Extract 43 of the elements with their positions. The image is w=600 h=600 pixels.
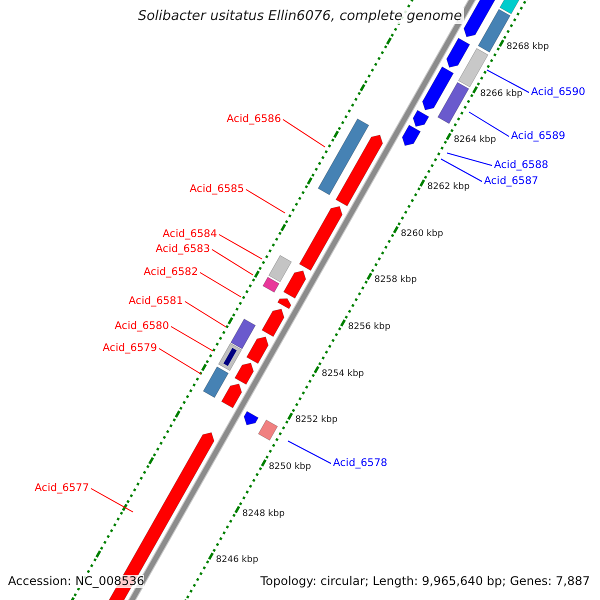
gene-label: Acid_6580: [114, 320, 169, 333]
leader-line: [446, 152, 492, 166]
leader-line: [440, 158, 482, 182]
leader-line: [184, 301, 226, 328]
gene-label: Acid_6588: [494, 159, 548, 172]
leader-line: [246, 189, 286, 214]
scale-label: 8246 kbp: [216, 555, 258, 566]
map-title: Solibacter usitatus Ellin6076, complete genome: [136, 8, 464, 24]
scale-label: 8266 kbp: [480, 88, 522, 100]
leader-line: [218, 234, 262, 260]
leader-line: [212, 249, 254, 276]
scale-label: 8260 kbp: [400, 228, 444, 240]
leader-line: [170, 326, 214, 352]
leader-line: [288, 440, 332, 464]
scale-label: 8248 kbp: [242, 508, 285, 520]
scale-label: 8268 kbp: [506, 42, 549, 54]
gene-label: Acid_6581: [128, 295, 183, 308]
gene-label: Acid_6579: [102, 342, 157, 355]
gene-label: Acid_6578: [333, 457, 388, 470]
gene-label: Acid_6586: [226, 113, 281, 126]
leader-line: [158, 348, 202, 374]
gene-label: Acid_6577: [34, 482, 89, 495]
leader-line: [200, 272, 242, 298]
gene-label: Acid_6584: [162, 228, 217, 241]
genome-summary: Topology: circular; Length: 9,965,640 bp; Genes: 7,887: [260, 575, 590, 588]
gene-label: Acid_6585: [190, 183, 244, 196]
leader-line: [486, 70, 530, 93]
scale-label: 8264 kbp: [454, 135, 496, 146]
gene-label: Acid_6589: [511, 130, 566, 143]
gene-label: Acid_6583: [156, 243, 210, 256]
scale-label: 8262 kbp: [427, 182, 470, 194]
scale-label: 8256 kbp: [348, 322, 390, 333]
scale-label: 8258 kbp: [374, 275, 417, 286]
gene-label: Acid_6590: [531, 86, 586, 99]
leader-line: [90, 488, 134, 512]
gene-label: Acid_6582: [144, 266, 198, 279]
leader-line: [468, 112, 510, 137]
gene-label: Acid_6587: [484, 175, 538, 188]
scale-label: 8254 kbp: [322, 368, 364, 380]
scale-label: 8250 kbp: [268, 462, 312, 473]
leader-line: [282, 119, 326, 148]
scale-label: 8252 kbp: [295, 415, 338, 426]
accession-label: Accession: NC_008536: [8, 575, 144, 588]
